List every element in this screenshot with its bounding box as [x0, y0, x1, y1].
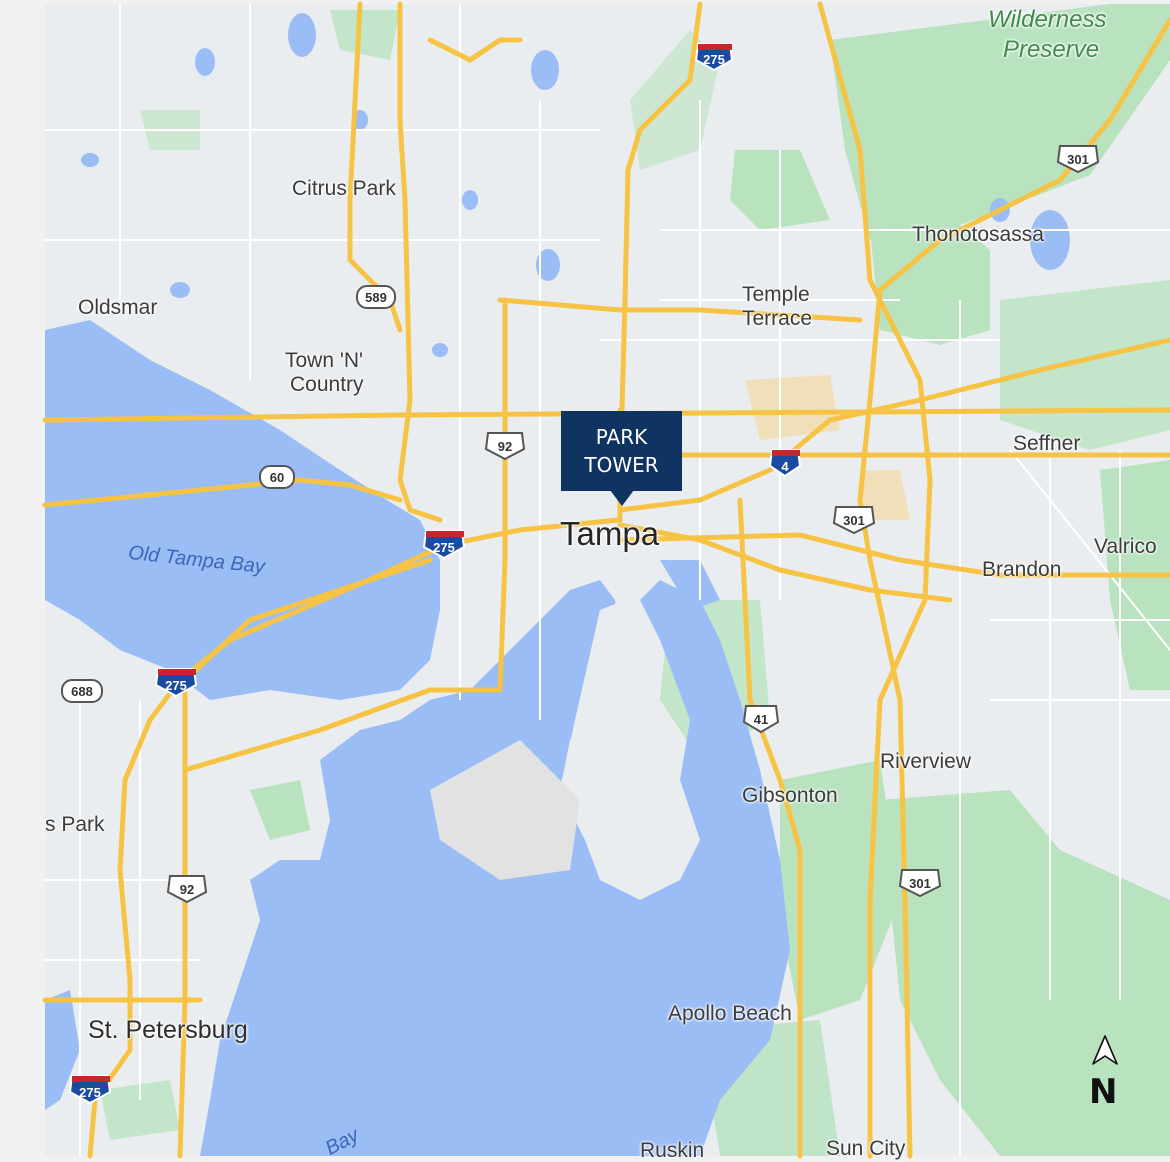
- seffner-label: Seffner: [1013, 432, 1081, 455]
- svg-text:301: 301: [843, 513, 865, 528]
- town-n-country-label-2: Country: [290, 373, 364, 396]
- st-petersburg-label: St. Petersburg: [88, 1016, 248, 1044]
- i275-west-shield: 275: [422, 530, 466, 560]
- ruskin-label: Ruskin: [640, 1139, 705, 1162]
- svg-text:92: 92: [180, 882, 194, 897]
- svg-text:60: 60: [270, 470, 284, 485]
- us41-shield: 41: [742, 705, 780, 734]
- cr688-shield: 688: [61, 679, 103, 703]
- thonotosassa-label: Thonotosassa: [912, 223, 1044, 246]
- highways: [42, 1, 1170, 1159]
- pinellas-park-label: s Park: [45, 813, 105, 836]
- i275-north-shield: 275: [694, 43, 734, 72]
- route-shields: 275 275 275 275 4 301 301: [61, 43, 1100, 1105]
- gandy: [182, 687, 433, 773]
- riverview-label: Riverview: [880, 750, 972, 773]
- us301-south-shield: 301: [898, 869, 942, 898]
- brandon-label: Brandon: [982, 558, 1062, 581]
- us92: [397, 1, 443, 523]
- old-tampa-bay: [45, 320, 440, 700]
- i4: [617, 337, 1170, 513]
- citrus-park-label: Citrus Park: [292, 177, 396, 200]
- fowler: [497, 297, 863, 323]
- temple-terrace-label-2: Terrace: [742, 307, 813, 330]
- temple-terrace-label-1: Temple: [742, 283, 810, 306]
- i75: [817, 1, 933, 1159]
- hillsborough-ave: [42, 407, 1170, 423]
- i275-south-shield: 275: [154, 668, 198, 698]
- sr60-shield: 60: [259, 465, 295, 489]
- us92-stpete: [177, 687, 188, 1159]
- wilderness-label: Wilderness: [988, 6, 1107, 33]
- svg-text:589: 589: [365, 290, 387, 305]
- park-tower-line-2: TOWER: [584, 453, 659, 477]
- svg-text:275: 275: [703, 52, 725, 67]
- sr589: [347, 1, 403, 333]
- dale-mabry: [427, 297, 508, 693]
- minor-roads: [45, 4, 1170, 1156]
- i275-stpete-shield: 275: [68, 1075, 112, 1105]
- svg-text:41: 41: [754, 712, 768, 727]
- sun-city-label: Sun City: [826, 1137, 906, 1160]
- cr589-shield: 589: [356, 285, 396, 309]
- north-arrow-icon: [1092, 1035, 1118, 1065]
- svg-text:275: 275: [433, 540, 455, 555]
- svg-text:275: 275: [79, 1085, 101, 1100]
- brandon-blvd: [617, 532, 1170, 578]
- veterans: [427, 37, 523, 63]
- sr60: [42, 477, 403, 508]
- selmon: [617, 522, 953, 603]
- us92-south-shield: 92: [166, 875, 208, 904]
- svg-text:92: 92: [498, 439, 512, 454]
- apollo-beach-label: Apollo Beach: [668, 1002, 792, 1025]
- oldsmar-label: Oldsmar: [78, 296, 158, 319]
- preserve-label: Preserve: [1003, 36, 1100, 63]
- svg-text:4: 4: [781, 459, 789, 474]
- howard-frankland: [182, 557, 433, 683]
- svg-text:688: 688: [71, 684, 93, 699]
- i4-shield: 4: [768, 449, 802, 478]
- us41: [737, 497, 803, 1159]
- us301-north-shield: 301: [1056, 145, 1100, 174]
- park-tower-line-1: PARK: [595, 425, 648, 449]
- valrico-label: Valrico: [1094, 535, 1157, 558]
- svg-text:301: 301: [909, 876, 931, 891]
- park-tower-marker[interactable]: PARK TOWER: [561, 411, 682, 506]
- peninsulas: [430, 600, 640, 880]
- town-n-country-label-1: Town 'N': [285, 349, 364, 372]
- svg-text:275: 275: [165, 678, 187, 693]
- us301-mid-shield: 301: [832, 506, 876, 535]
- us92-north-shield: 92: [484, 432, 526, 461]
- north-label: N: [1089, 1072, 1118, 1112]
- svg-text:301: 301: [1067, 152, 1089, 167]
- i275-north: [619, 1, 703, 413]
- tampa-label: Tampa: [560, 515, 660, 552]
- gibsonton-label: Gibsonton: [742, 784, 838, 807]
